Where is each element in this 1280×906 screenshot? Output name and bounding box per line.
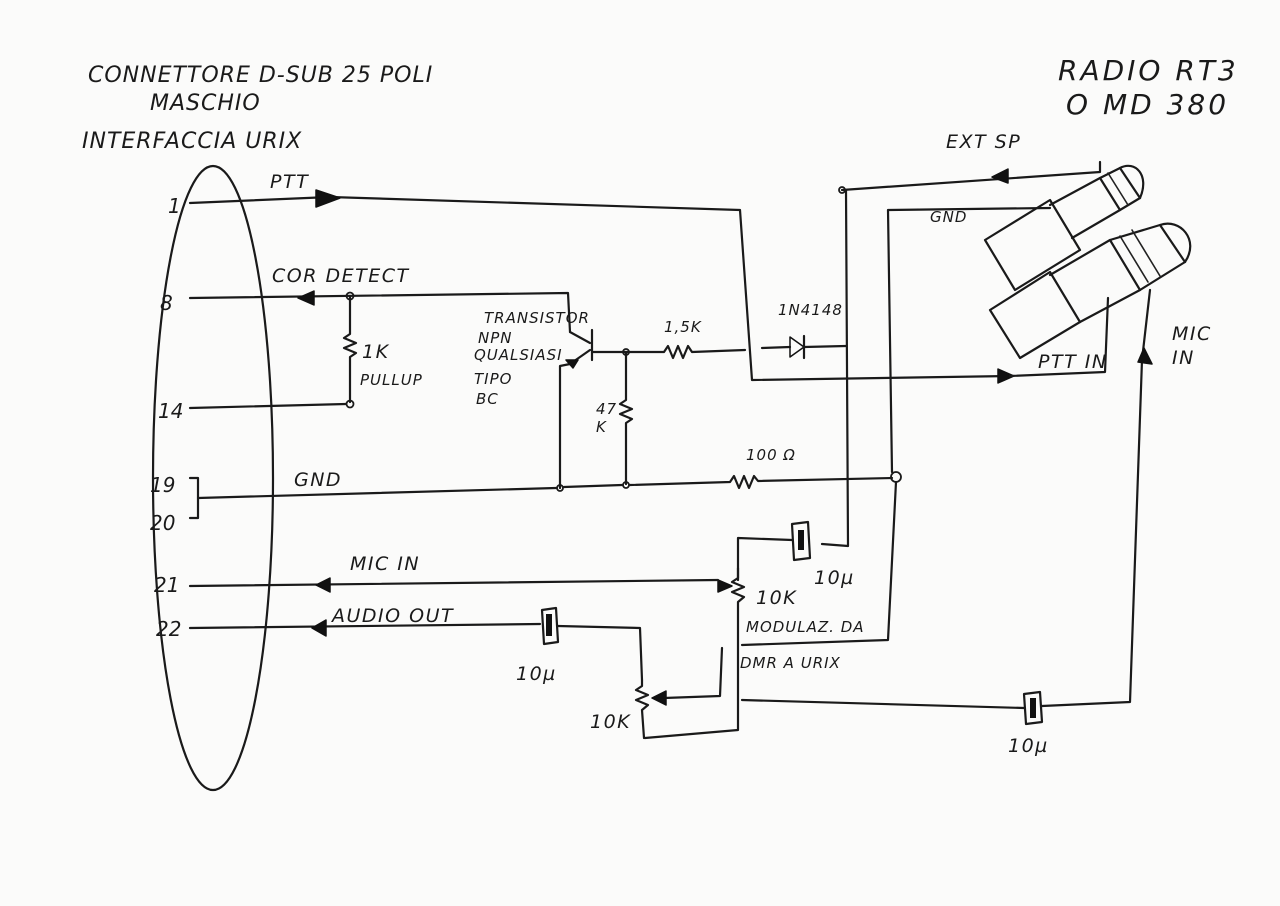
ptt-in-wire: [1008, 296, 1110, 378]
cap-mic-label: 10µ: [1008, 735, 1049, 757]
connector-subtitle: MASCHIO: [150, 91, 261, 116]
pin-1-label: 1: [168, 194, 181, 218]
cap-mic-outline: [1022, 690, 1044, 726]
mod-wire: [736, 536, 794, 582]
mic-in-arrow-icon: [315, 577, 331, 593]
r100-resistor: [628, 474, 894, 490]
mic-jack-icon: [988, 222, 1192, 360]
transistor-label-3: QUALSIASI: [474, 346, 563, 364]
cap-audio-label: 10µ: [516, 663, 557, 685]
ext-sp-label: EXT SP: [946, 131, 1021, 153]
ptt-label: PTT: [270, 171, 309, 193]
pot-mod-wiper-icon: [717, 579, 733, 593]
transistor-label-4: TIPO: [474, 370, 512, 388]
node-gnd-right: [890, 471, 902, 483]
cor-wire: [188, 291, 572, 334]
pot-mod-label: 10K: [756, 587, 797, 609]
mic-cap-wire-right: [1040, 288, 1152, 708]
mic-cap-wire-left: [740, 698, 1026, 710]
transistor-label-2: NPN: [478, 329, 513, 347]
diode-lead-right: [802, 344, 848, 349]
cor-arrow-icon: [297, 290, 315, 306]
diode-lead-left: [760, 345, 792, 350]
mod-note-1: MODULAZ. DA: [746, 618, 865, 636]
audio-out-wire: [188, 622, 542, 630]
cap-mic-fill: [1030, 698, 1036, 718]
pot-mod-resistor: [643, 566, 746, 740]
diode-label: 1N4148: [778, 301, 843, 319]
cor-detect-label: COR DETECT: [272, 265, 410, 287]
diode-icon: [789, 336, 805, 358]
transistor-emitter: [558, 348, 592, 490]
r15k-label: 1,5K: [664, 318, 702, 336]
cap-audio-outline: [540, 606, 560, 646]
pot-audio-wiper-icon: [651, 690, 667, 706]
pullup-label: PULLUP: [360, 371, 423, 389]
gnd-wire: [196, 486, 558, 500]
pin-8-label: 8: [160, 291, 173, 315]
radio-gnd-label: GND: [930, 208, 967, 226]
mod-note-2: DMR A URIX: [740, 654, 841, 672]
ext-sp-wire: [840, 160, 1102, 192]
ptt-in-arrow-icon: [997, 368, 1015, 384]
mic-in-wire: [188, 578, 720, 588]
ptt-in-label: PTT IN: [1038, 351, 1108, 373]
radio-mic-label-2: IN: [1172, 347, 1195, 369]
interface-title: INTERFACCIA URIX: [82, 129, 302, 154]
ext-sp-arrow-icon: [991, 168, 1009, 184]
gnd-bus-low: [740, 480, 898, 647]
audio-cap-wire: [556, 624, 644, 682]
gnd-wire-2: [562, 483, 624, 489]
r47k-label-a: 47: [596, 400, 617, 418]
pin-20-label: 20: [150, 511, 175, 535]
pullup-value: 1K: [362, 341, 390, 363]
gnd-label: GND: [294, 469, 342, 491]
gnd-bus: [886, 206, 1052, 474]
pin-22-label: 22: [156, 617, 181, 641]
pot-audio-resistor: [634, 678, 650, 740]
radio-title: RADIO RT3: [1058, 54, 1239, 87]
transistor-label-1: TRANSISTOR: [484, 309, 590, 327]
ptt-wire: [188, 195, 1012, 382]
transistor-label-5: BC: [476, 390, 499, 408]
pot-audio-label: 10K: [590, 711, 631, 733]
audio-out-label: AUDIO OUT: [330, 605, 454, 627]
cap-mod-outline: [790, 520, 812, 562]
connector-outline: [151, 164, 275, 792]
pot-audio-wiper: [662, 646, 724, 700]
pin-21-label: 21: [154, 573, 179, 597]
pin-14-label: 14: [158, 399, 183, 423]
cap-mod-label: 10µ: [814, 567, 855, 589]
audio-out-arrow-icon: [311, 619, 327, 637]
radio-mic-label-1: MIC: [1172, 323, 1212, 345]
transistor-collector: [568, 330, 592, 345]
r47k-label-b: K: [596, 418, 607, 436]
pin-19-label: 19: [150, 473, 175, 497]
r47k-resistor: [618, 350, 634, 486]
pin14-wire: [188, 402, 348, 410]
connector-title: CONNETTORE D-SUB 25 POLI: [88, 63, 433, 88]
ptt-arrow-icon: [315, 189, 341, 208]
gnd-bracket: [188, 476, 200, 520]
mic-arrow-icon: [1137, 347, 1153, 365]
ext-sp-bus: [820, 188, 850, 548]
pullup-resistor: [342, 294, 358, 404]
ext-sp-jack-icon: [983, 164, 1145, 292]
transistor-emitter-arrow-icon: [565, 359, 579, 369]
mic-in-label: MIC IN: [350, 553, 420, 575]
cap-audio-fill: [546, 614, 552, 636]
cap-mod-fill: [798, 530, 804, 550]
r15k-resistor: [624, 344, 747, 360]
node-gnd-emitter: [556, 484, 564, 492]
r100-label: 100 Ω: [746, 446, 796, 464]
radio-subtitle: O MD 380: [1066, 88, 1229, 121]
